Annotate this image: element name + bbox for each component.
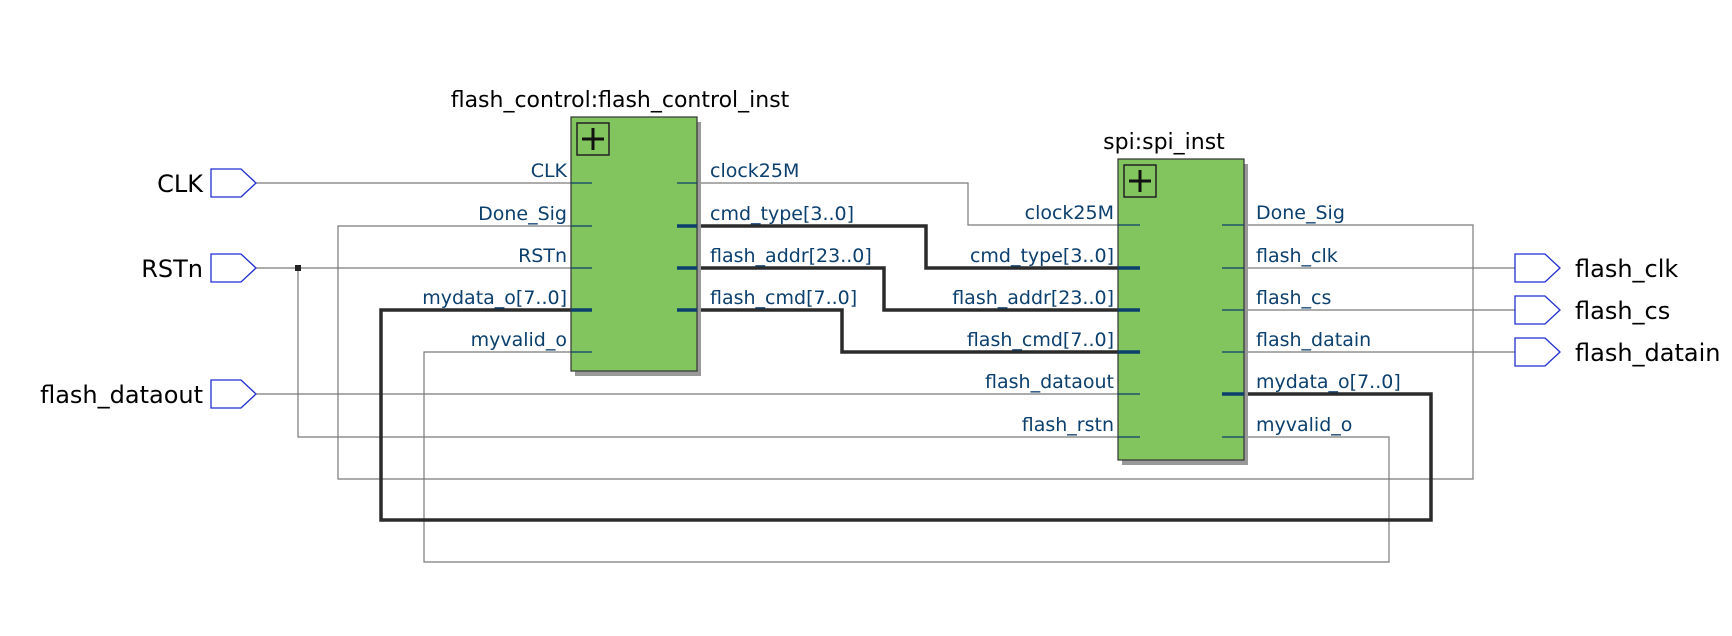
pin-label: Done_Sig	[1256, 202, 1345, 224]
pin-label: myvalid_o	[471, 329, 567, 351]
expand-icon[interactable]	[1123, 164, 1157, 198]
pin-label: RSTn	[518, 245, 567, 267]
output-port-flash-clk-label: flash_clk	[1575, 255, 1678, 283]
pin-label: cmd_type[3..0]	[710, 203, 854, 225]
pin-label: clock25M	[710, 160, 799, 182]
pin-label: flash_addr[23..0]	[952, 287, 1114, 309]
input-port-clk-label: CLK	[157, 170, 204, 198]
buses	[379, 224, 1433, 522]
spi-block[interactable]: spi:spi_inst clock25M cmd_type[3..0] fla…	[952, 130, 1401, 465]
wires	[256, 182, 1515, 563]
output-port-flash-datain-label: flash_datain	[1575, 339, 1720, 367]
wire-myvalid	[423, 351, 1390, 563]
output-port-flash-clk[interactable]: flash_clk	[1514, 253, 1678, 283]
pin-label: flash_cmd[7..0]	[710, 287, 857, 309]
output-port-flash-cs-label: flash_cs	[1575, 297, 1670, 325]
output-port-flash-datain[interactable]: flash_datain	[1514, 337, 1720, 367]
pin-label: flash_rstn	[1022, 414, 1114, 436]
pin-label: flash_clk	[1256, 245, 1338, 267]
bus-cmd-type	[677, 224, 1140, 270]
flash-control-title: flash_control:flash_control_inst	[451, 88, 790, 113]
pin-label: flash_cs	[1256, 287, 1331, 309]
wire-done-sig	[337, 224, 1474, 480]
pin-label: mydata_o[7..0]	[1256, 371, 1401, 393]
pin-label: flash_cmd[7..0]	[967, 329, 1114, 351]
pin-label: cmd_type[3..0]	[970, 245, 1114, 267]
input-port-flash-dataout[interactable]: flash_dataout	[40, 379, 257, 409]
pin-label: myvalid_o	[1256, 414, 1352, 436]
input-port-rstn-label: RSTn	[141, 255, 203, 283]
pin-label: flash_datain	[1256, 329, 1371, 351]
flash-control-block[interactable]: flash_control:flash_control_inst CLK Don…	[422, 88, 872, 376]
pin-label: CLK	[531, 160, 568, 182]
expand-icon[interactable]	[576, 122, 610, 156]
input-port-flash-dataout-label: flash_dataout	[40, 381, 203, 409]
input-port-rstn[interactable]: RSTn	[141, 253, 257, 283]
spi-title: spi:spi_inst	[1103, 130, 1225, 155]
junction-dot	[295, 265, 301, 271]
pin-label: clock25M	[1025, 202, 1114, 224]
output-port-flash-cs[interactable]: flash_cs	[1514, 295, 1670, 325]
pin-label: flash_dataout	[985, 371, 1114, 393]
pin-label: flash_addr[23..0]	[710, 245, 872, 267]
bus-flash-cmd	[677, 308, 1140, 354]
pin-label: Done_Sig	[478, 203, 567, 225]
wire-rstn-branch	[297, 268, 1140, 438]
input-port-clk[interactable]: CLK	[157, 168, 257, 198]
bus-flash-addr	[677, 266, 1140, 312]
bus-mydata	[379, 308, 1433, 522]
pin-label: mydata_o[7..0]	[422, 287, 567, 309]
wire-clock25m	[677, 182, 1140, 226]
